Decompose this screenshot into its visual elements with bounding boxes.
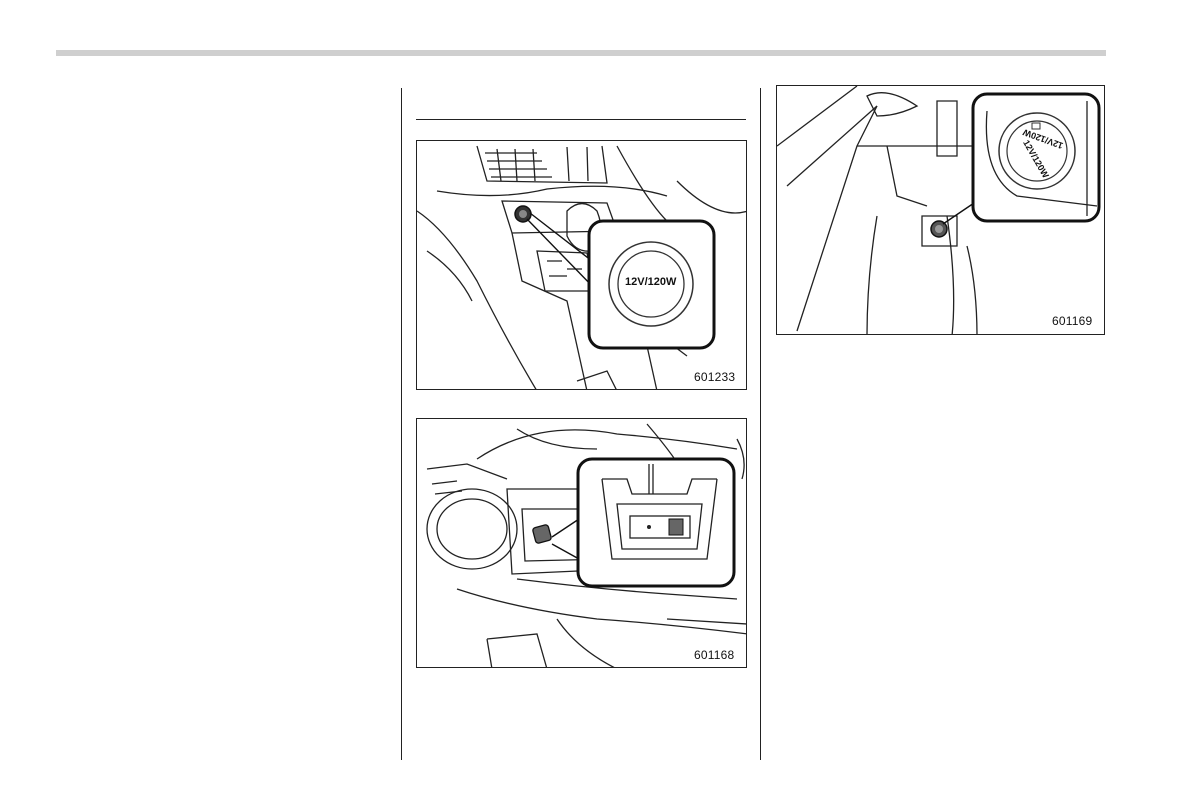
figure-code: 601169 bbox=[1052, 314, 1092, 328]
console-outlet-illustration bbox=[417, 141, 747, 390]
column-divider-left bbox=[401, 88, 402, 760]
figure-accessory-outlet-armrest: 601168 bbox=[416, 418, 747, 668]
figure-code: 601233 bbox=[694, 370, 735, 384]
callout-voltage-label: 12V/120W bbox=[625, 276, 676, 288]
section-heading-rule bbox=[416, 119, 746, 120]
column-divider-right bbox=[760, 88, 761, 760]
cargo-outlet-illustration bbox=[777, 86, 1105, 335]
header-rule bbox=[56, 50, 1106, 56]
figure-code: 601168 bbox=[694, 648, 734, 662]
armrest-outlet-illustration bbox=[417, 419, 747, 668]
figure-accessory-outlet-console: 12V/120W 601233 bbox=[416, 140, 747, 390]
figure-accessory-outlet-cargo: 12V/120W 12V/120W 601169 bbox=[776, 85, 1105, 335]
